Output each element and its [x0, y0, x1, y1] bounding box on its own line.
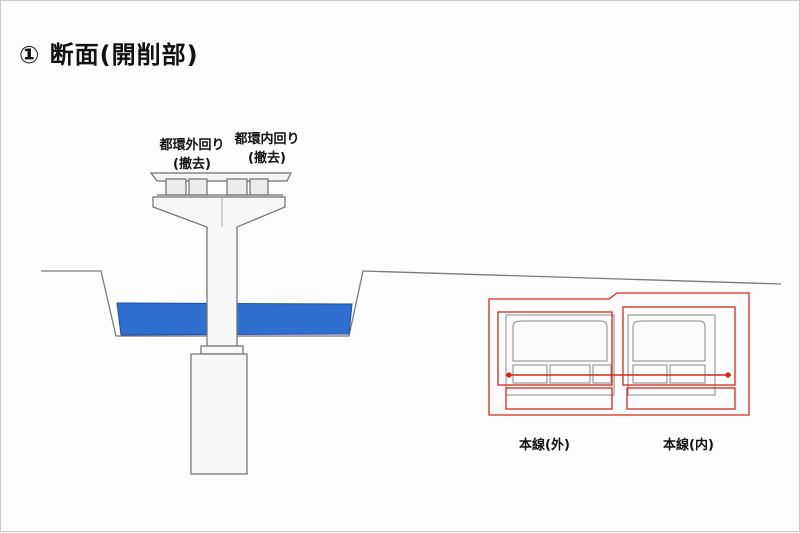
outer-loop-status: (撤去): [173, 157, 211, 172]
inner-loop-status: (撤去): [248, 151, 286, 166]
inner-loop-name: 都環内回り: [234, 132, 300, 147]
elevated-viaduct: [149, 172, 292, 196]
outer-loop-label: 都環外回り (撤去): [147, 134, 237, 172]
new-structure-outline: [488, 292, 750, 416]
twin-tunnel-box: [505, 314, 716, 396]
main-line-outer-label: 本線(外): [519, 438, 570, 453]
footing: [190, 345, 248, 475]
outer-loop-name: 都環外回り: [159, 138, 225, 153]
page-title: ① 断面(開削部): [19, 41, 199, 69]
inner-loop-label: 都環内回り (撤去): [222, 128, 312, 166]
main-line-inner-label: 本線(内): [663, 438, 714, 453]
